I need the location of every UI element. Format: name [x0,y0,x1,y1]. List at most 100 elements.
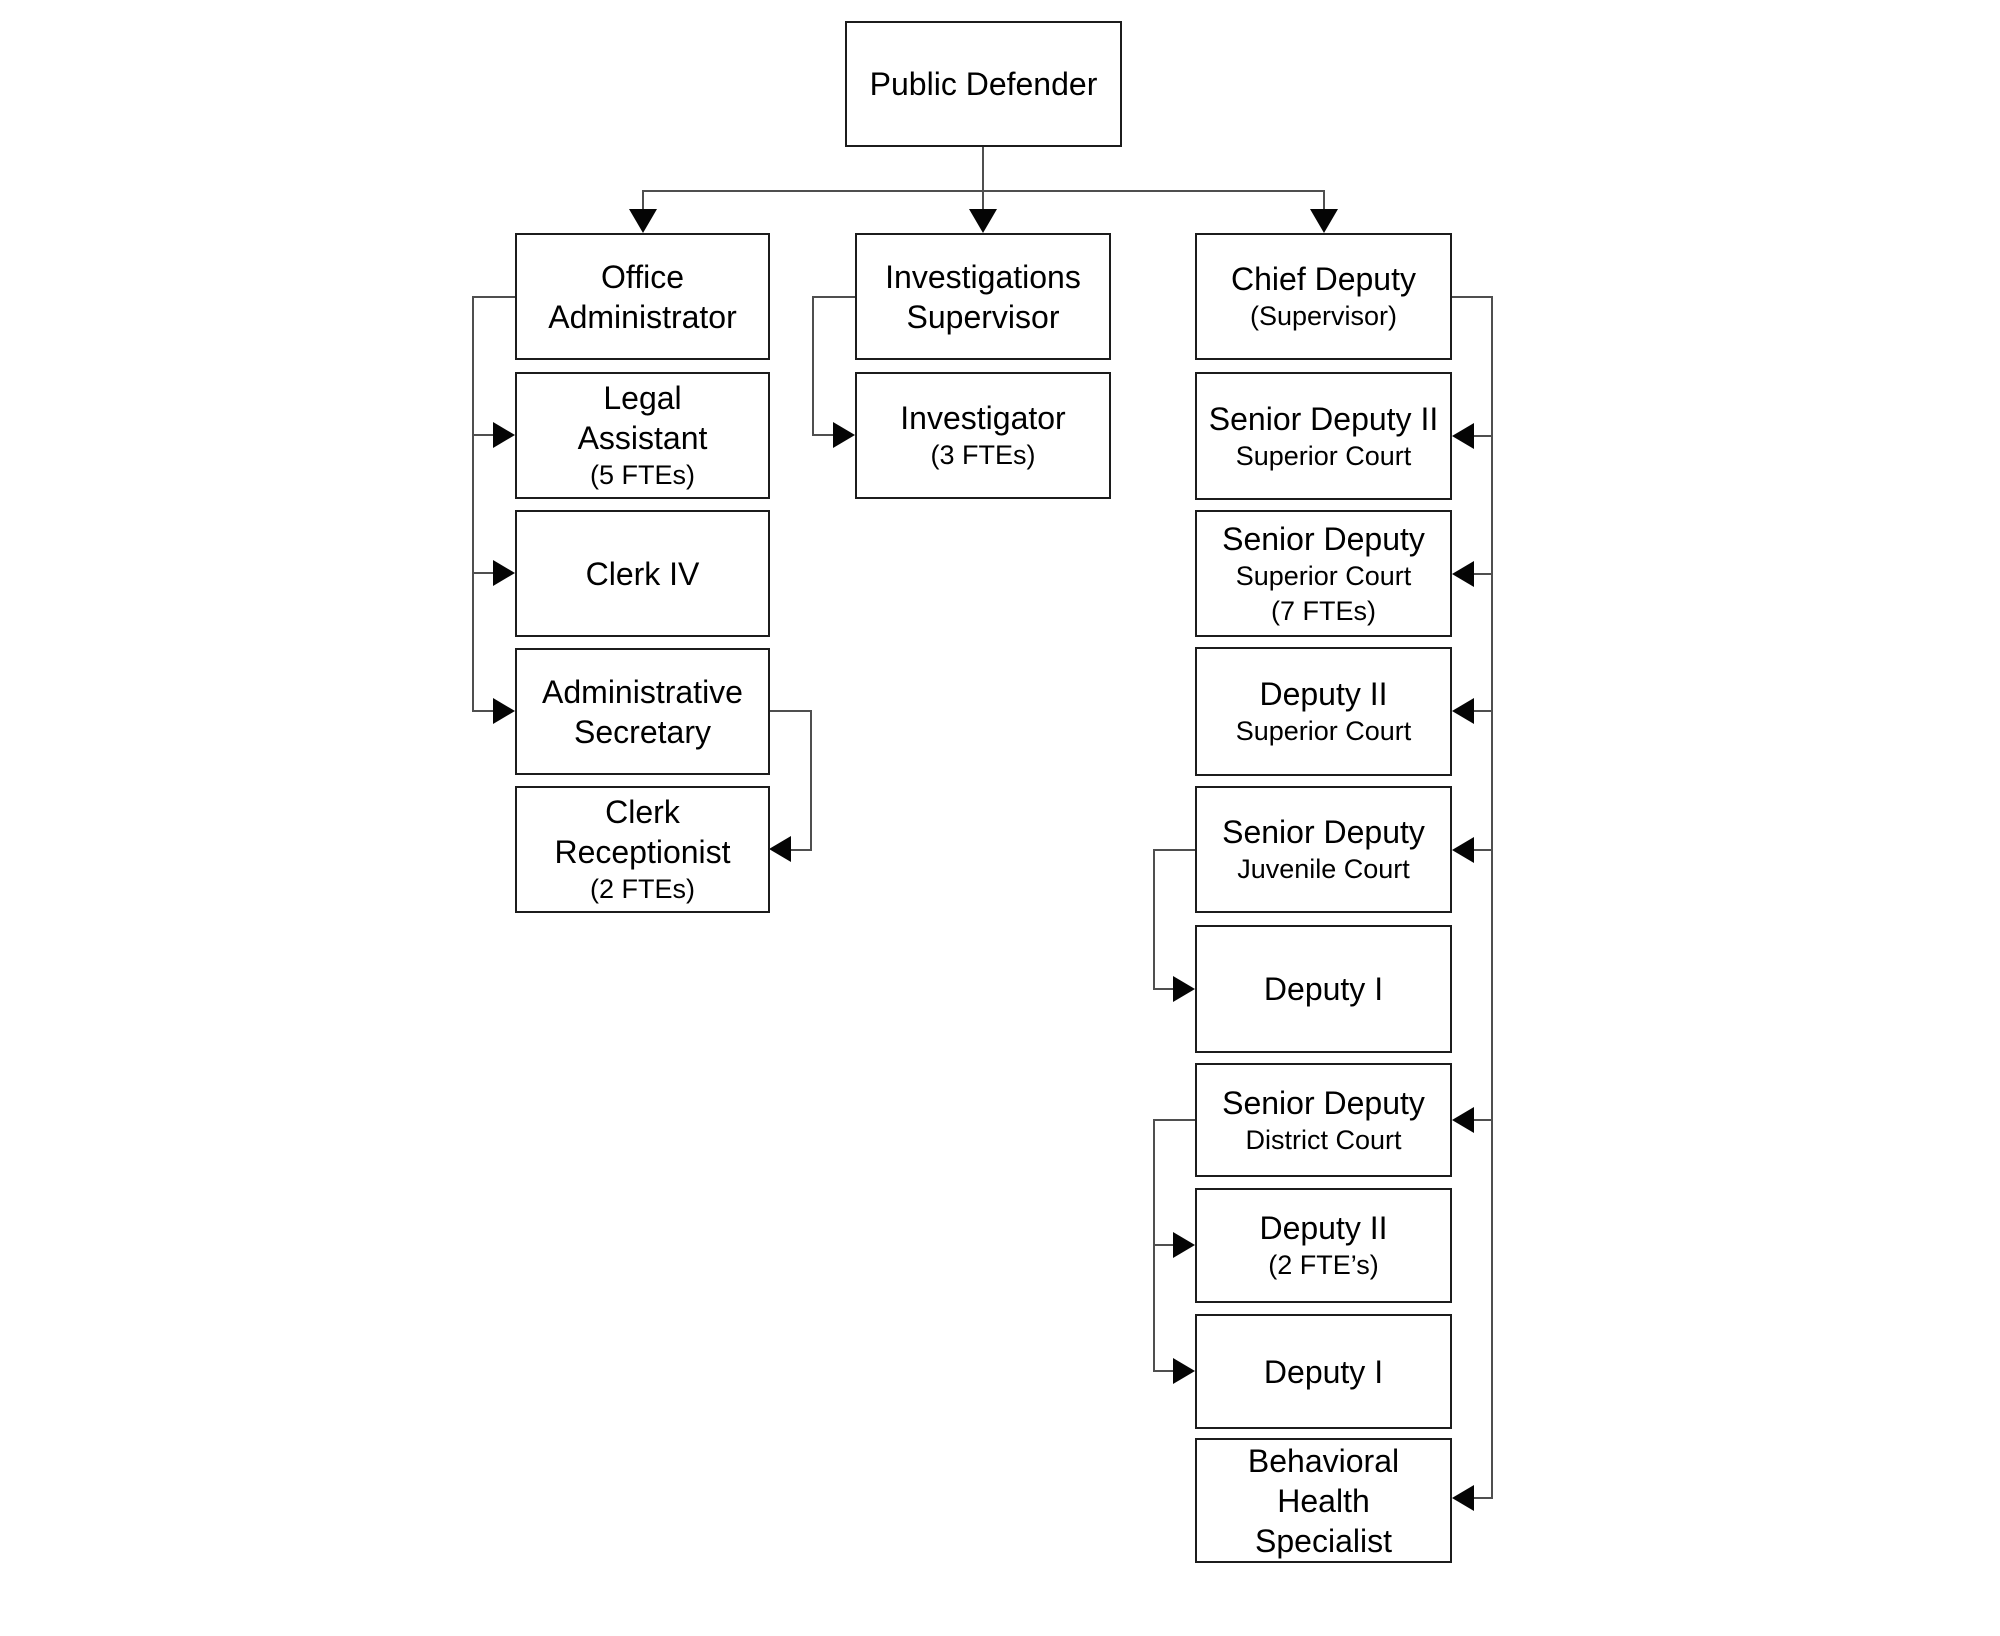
node-label-line: Administrator [548,298,737,335]
node-label-line: (2 FTE’s) [1268,1250,1379,1280]
connector-to-deputy-i-district [1153,1370,1175,1372]
arrowhead-into-senior-deputy-ii-superior [1452,423,1474,449]
node-label-line: Specialist [1255,1522,1392,1559]
node-label-line: Supervisor [906,298,1060,335]
node-label-line: Investigations [885,258,1081,295]
connector-to-senior-deputy-ii-superior [1474,435,1493,437]
connector-administrative-secretary-rail [810,710,812,850]
node-label-line: Superior Court [1235,440,1412,471]
connector-investigations-stub [812,296,855,298]
arrowhead-into-senior-deputy-district [1452,1107,1474,1133]
node-label-line: Deputy I [1263,971,1384,1007]
node-label-line: Legal [603,380,682,416]
node-label-line: Assistant [577,420,708,456]
node-senior-deputy-juvenile: Senior Deputy Juvenile Court [1195,786,1452,913]
node-deputy-i-juvenile: Deputy I [1195,925,1452,1053]
node-label-line: Juvenile Court [1237,854,1410,884]
node-label-line: (3 FTEs) [930,440,1036,470]
connector-administrative-secretary-stub [769,710,812,712]
node-label-line: Clerk IV [585,555,700,592]
node-label-line: Deputy II [1259,1210,1388,1246]
node-chief-deputy: Chief Deputy (Supervisor) [1195,233,1452,360]
node-label-line: Deputy II [1259,676,1388,712]
arrowhead-into-senior-deputy-superior [1452,561,1474,587]
node-senior-deputy-district: Senior Deputy District Court [1195,1063,1452,1177]
node-label-line: Senior Deputy [1222,520,1425,557]
node-label-line: Senior Deputy II [1208,400,1439,437]
node-public-defender: Public Defender [845,21,1122,147]
node-clerk-receptionist: Clerk Receptionist (2 FTEs) [515,786,770,913]
arrowhead-into-investigator [833,422,855,448]
arrowhead-into-chief-deputy [1310,209,1338,233]
node-label-line: Behavioral [1247,1442,1400,1479]
node-deputy-ii-superior: Deputy II Superior Court [1195,647,1452,776]
node-label-line: Office [601,258,684,295]
connector-juvenile-rail [1153,849,1155,989]
node-label-line: Health [1277,1482,1370,1519]
node-office-administrator: Office Administrator [515,233,770,360]
node-deputy-i-district: Deputy I [1195,1314,1452,1429]
node-investigations-supervisor: Investigations Supervisor [855,233,1111,360]
arrowhead-into-legal-assistant [493,422,515,448]
connector-to-clerk-iv [472,572,494,574]
arrowhead-into-administrative-secretary [493,698,515,724]
connector-investigations-rail [812,296,814,435]
node-label-line: District Court [1245,1124,1402,1155]
arrowhead-into-deputy-i-district [1173,1358,1195,1384]
node-label-line: Public Defender [869,66,1098,102]
node-label-line: Senior Deputy [1222,814,1425,850]
arrowhead-into-deputy-ii-district [1173,1232,1195,1258]
node-label-line: Investigator [900,400,1066,436]
node-label-line: (5 FTEs) [590,460,695,490]
node-label-line: Administrative [542,673,743,710]
connector-to-senior-deputy-juvenile [1474,849,1493,851]
connector-office-administrator-stub [472,296,515,298]
connector-to-deputy-ii-district [1153,1244,1175,1246]
connector-to-administrative-secretary [472,710,494,712]
connector-office-administrator-rail [472,296,474,712]
node-label-line: (7 FTEs) [1271,595,1376,626]
node-behavioral-health-specialist: Behavioral Health Specialist [1195,1438,1452,1563]
connector-to-senior-deputy-superior [1474,573,1493,575]
connector-juvenile-stub [1153,849,1195,851]
node-label-line: Senior Deputy [1222,1084,1425,1121]
node-label-line: (2 FTEs) [590,874,695,904]
connector-to-senior-deputy-district [1474,1119,1493,1121]
arrowhead-into-clerk-receptionist [769,836,791,862]
connector-to-deputy-i-juvenile [1153,988,1175,990]
connector-to-deputy-ii-superior [1474,710,1493,712]
node-investigator: Investigator (3 FTEs) [855,372,1111,499]
connector-chief-deputy-rail [1491,296,1493,1498]
connector-to-investigator [812,434,834,436]
arrowhead-into-office-administrator [629,209,657,233]
connector-to-behavioral-health-specialist [1474,1497,1493,1499]
node-label-line: Superior Court [1235,560,1412,591]
node-clerk-iv: Clerk IV [515,510,770,637]
node-label-line: Receptionist [554,834,731,870]
arrowhead-into-deputy-ii-superior [1452,698,1474,724]
arrowhead-into-behavioral-health-specialist [1452,1485,1474,1511]
node-senior-deputy-superior: Senior Deputy Superior Court (7 FTEs) [1195,510,1452,637]
connector-to-legal-assistant [472,434,494,436]
node-label-line: Deputy I [1263,1353,1384,1390]
arrowhead-into-deputy-i-juvenile [1173,976,1195,1002]
connector-drop-chief-deputy [1323,190,1325,211]
node-label-line: Superior Court [1235,716,1412,746]
node-legal-assistant: Legal Assistant (5 FTEs) [515,372,770,499]
arrowhead-into-senior-deputy-juvenile [1452,837,1474,863]
arrowhead-into-clerk-iv [493,560,515,586]
node-senior-deputy-ii-superior: Senior Deputy II Superior Court [1195,372,1452,500]
node-label-line: (Supervisor) [1249,301,1398,331]
node-label-line: Clerk [605,794,680,830]
arrowhead-into-investigations-supervisor [969,209,997,233]
connector-drop-office-administrator [642,190,644,211]
connector-drop-investigations-supervisor [982,190,984,211]
node-label-line: Chief Deputy [1231,261,1416,297]
connector-to-clerk-receptionist [790,849,812,851]
connector-public-defender-stem [982,147,984,191]
node-administrative-secretary: Administrative Secretary [515,648,770,775]
connector-chief-deputy-stub [1452,296,1493,298]
node-deputy-ii-district: Deputy II (2 FTE’s) [1195,1188,1452,1303]
connector-district-stub [1153,1119,1195,1121]
